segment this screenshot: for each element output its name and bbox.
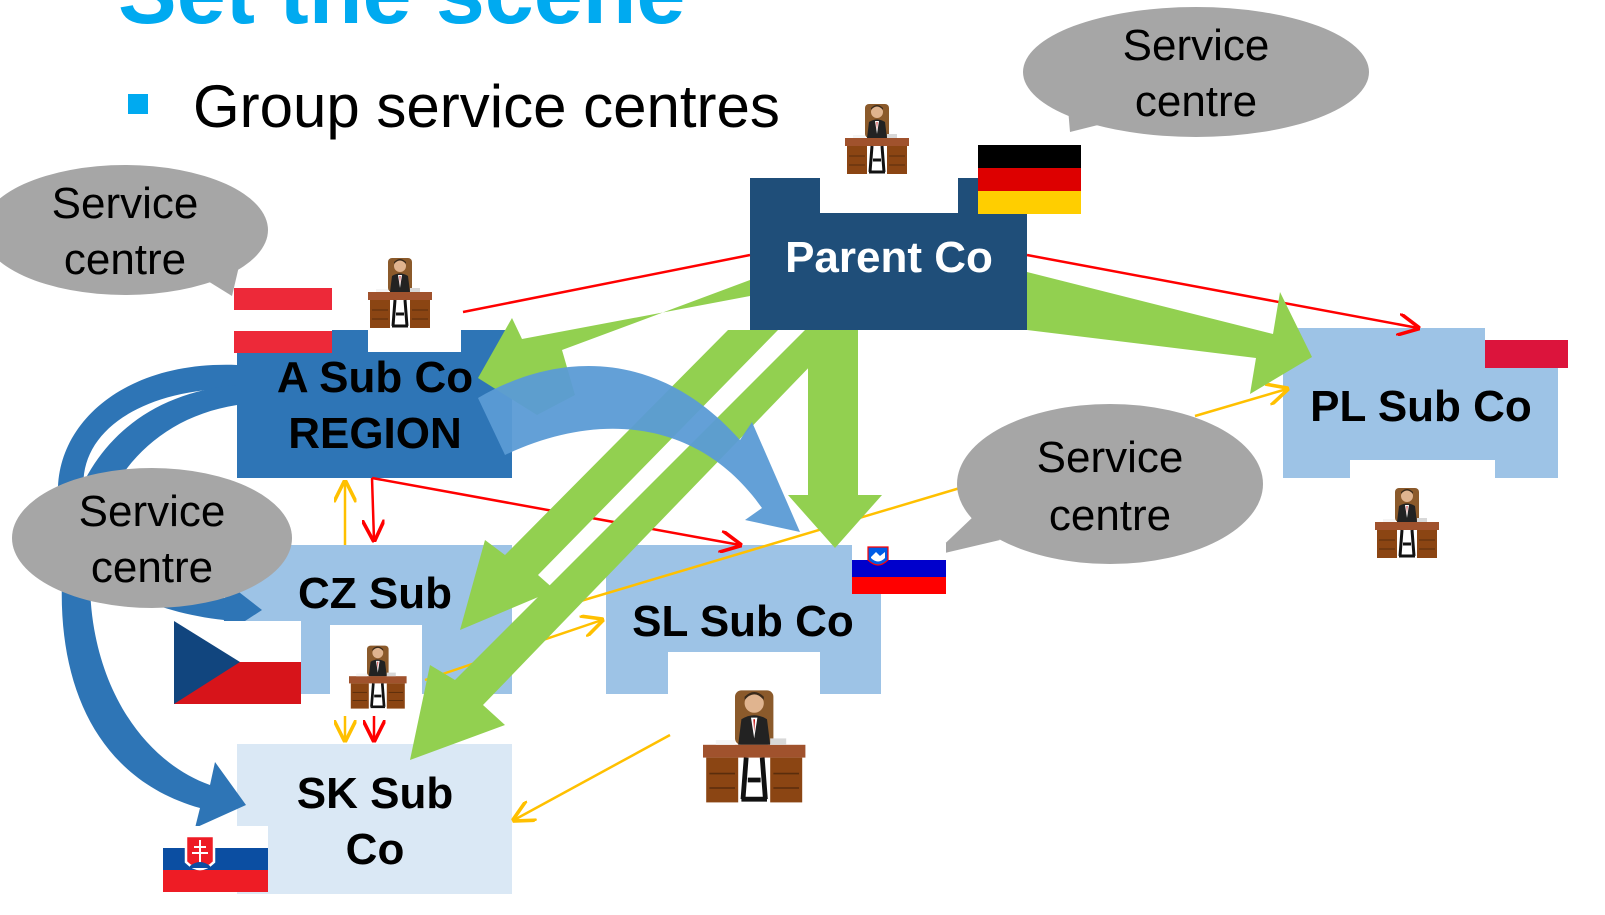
red-arrow-parent-to-a [462,253,751,314]
sl-sub-co-label: SL Sub Co [632,597,854,646]
cz-sub-co-box [237,545,512,694]
green-arrow-parent-to-pl [1027,272,1312,394]
orange-arrow-to-pl [1194,389,1287,418]
callout-middle-left: Service centre [12,468,292,608]
callout-top-left-line2: centre [64,235,186,284]
callout-top-right-line2: centre [1135,77,1257,126]
a-sub-co-label-line2: REGION [288,409,462,458]
parent-co-box: Parent Co [750,178,1027,330]
orange-arrow-sl-centre-to-cz [537,486,961,614]
a-sub-co-box [237,330,512,478]
slovenia-flag [852,543,946,594]
green-arrow-parent-to-sl [788,330,882,548]
czech-flag [174,621,301,704]
callout-top-right: Service centre [1023,7,1369,137]
person-at-desk-icon-cz-sub [347,644,408,710]
sk-sub-co-label-line1: SK Sub [297,769,453,818]
slovakia-flag [163,826,268,892]
sl-sub-co-box: SL Sub Co [606,545,881,694]
person-at-desk-icon-pl-sub [1373,486,1441,560]
person-at-desk-icon-a-sub [366,256,434,330]
callout-top-left: Service centre [0,165,268,296]
cz-sub-co-label: CZ Sub [298,569,452,618]
callout-middle-left-line1: Service [79,487,226,536]
blue-arrow-a-to-sl [478,366,800,532]
red-arrow-a-to-cz [372,477,374,540]
red-arrow-parent-to-pl [1026,253,1418,328]
sk-sub-co-box: SK Sub Co [237,744,512,894]
poland-flag [1485,312,1568,368]
callout-middle-left-line2: centre [91,543,213,592]
slide-title: Set the scene [118,0,685,44]
austria-flag [234,288,332,353]
callout-middle-right-line2: centre [1049,491,1171,540]
sk-sub-co-label-line2: Co [346,825,405,874]
person-at-desk-icon-sl-sub [703,690,805,802]
germany-flag [978,145,1081,214]
a-sub-co-label-line1: A Sub Co [277,353,473,402]
orange-arrow-sl-to-sk [514,733,671,820]
bullet-marker [128,94,148,114]
bullet-text: Group service centres [193,73,780,140]
person-at-desk-icon-parent [843,102,911,176]
callout-top-left-line1: Service [52,179,199,228]
callout-top-right-line1: Service [1123,21,1270,70]
callout-middle-right: Service centre [932,404,1263,564]
callout-middle-right-line1: Service [1037,433,1184,482]
parent-co-label: Parent Co [785,233,993,282]
pl-sub-co-label: PL Sub Co [1310,382,1532,431]
